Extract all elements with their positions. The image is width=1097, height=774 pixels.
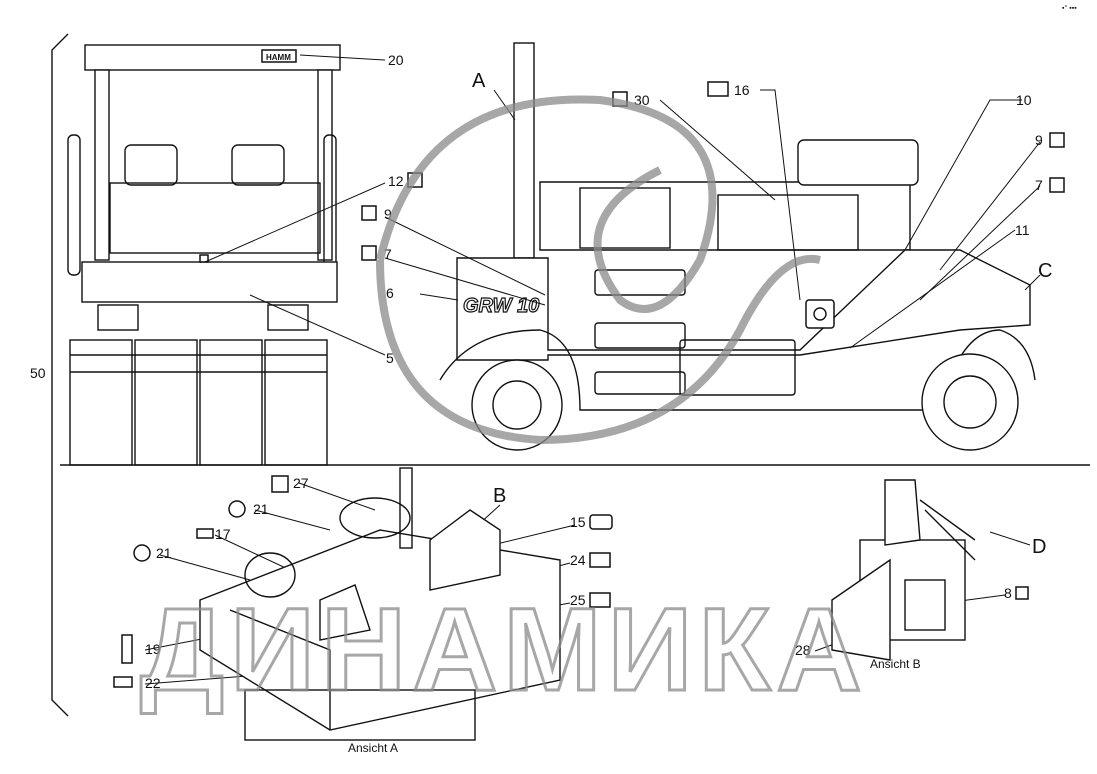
callout-17: 17 — [215, 526, 231, 542]
decal-icon-19 — [121, 634, 133, 664]
callout-27: 27 — [293, 475, 309, 491]
callout-15: 15 — [570, 514, 586, 530]
corner-mark: ▪° ▪▪▪ — [1062, 4, 1077, 12]
view-markers: A C B D — [472, 70, 1052, 558]
decal-icon-16 — [707, 81, 729, 97]
view-label-d: D — [1032, 536, 1046, 558]
decal-icon-9 — [1049, 132, 1065, 148]
decal-icon-17 — [196, 528, 214, 539]
watermark-text: ДИНАМИКА — [140, 584, 868, 716]
decal-icon-15 — [589, 514, 613, 530]
callout-5: 5 — [386, 350, 394, 366]
callout-25: 25 — [570, 592, 586, 608]
dimension-bracket — [51, 33, 69, 717]
decal-icon-21 — [133, 544, 151, 562]
model-badge: GRW 10 — [463, 295, 539, 317]
callout-16: 16 — [734, 82, 750, 98]
ansicht-b-caption: Ansicht B — [870, 657, 921, 671]
decal-icon-27 — [271, 475, 289, 493]
ansicht-a-caption: Ansicht A — [348, 741, 398, 755]
decal-icon-7 — [361, 245, 377, 261]
callout-9: 9 — [1035, 132, 1043, 148]
callout-28: 28 — [795, 642, 811, 658]
callout-50: 50 — [30, 365, 46, 381]
decal-icon-24 — [589, 552, 611, 568]
view-label-b: B — [493, 485, 506, 507]
operator-station-view-b: Ansicht B — [831, 479, 976, 671]
callout-9: 9 — [384, 206, 392, 222]
side-view: GRW 10 — [439, 42, 1036, 451]
callout-19: 19 — [145, 641, 161, 657]
callout-22: 22 — [145, 675, 161, 691]
svg-text:HAMM: HAMM — [266, 53, 291, 62]
view-label-a: A — [472, 70, 486, 92]
decal-icon-7 — [1049, 177, 1065, 193]
operator-station-view-a: Ansicht A — [199, 467, 561, 755]
front-view: HAMM — [60, 44, 1090, 466]
callout-12: 12 — [388, 173, 404, 189]
callout-10: 10 — [1016, 92, 1032, 108]
callout-24: 24 — [570, 552, 586, 568]
callout-7: 7 — [384, 246, 392, 262]
brand-plate — [261, 49, 297, 63]
decal-icon-22 — [113, 676, 133, 688]
decal-icon-25 — [589, 592, 611, 608]
callout-6: 6 — [386, 285, 394, 301]
callout-11: 11 — [1015, 222, 1030, 238]
view-label-c: C — [1038, 260, 1052, 282]
exhaust-stack — [513, 42, 535, 259]
callout-21: 21 — [253, 501, 269, 517]
callout-20: 20 — [388, 52, 404, 68]
decal-icon-8 — [1015, 586, 1029, 600]
watermark: ДИНАМИКА — [139, 95, 868, 718]
callout-8: 8 — [1004, 585, 1012, 601]
decal-icon-9 — [361, 205, 377, 221]
decal-icon-21 — [228, 500, 246, 518]
callout-7: 7 — [1035, 177, 1043, 193]
callout-21: 21 — [156, 545, 172, 561]
